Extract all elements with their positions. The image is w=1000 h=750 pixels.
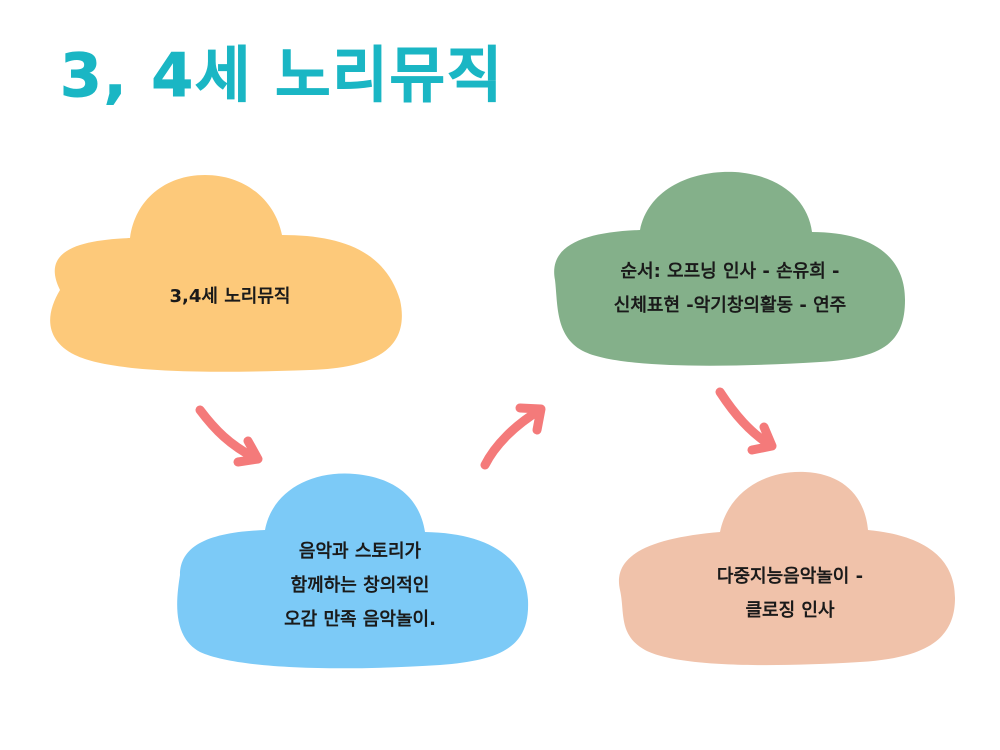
cloud-peach-text: 다중지능음악놀이 - 클로징 인사 — [640, 560, 940, 628]
arrow-green-to-peach — [715, 387, 777, 455]
cloud-peach-line: 다중지능음악놀이 - — [716, 566, 864, 587]
cloud-blue-line: 함께하는 창의적인 — [290, 575, 430, 596]
page-title: 3, 4세 노리뮤직 — [59, 41, 505, 111]
cloud-blue — [177, 473, 529, 669]
cloud-orange-text: 3,4세 노리뮤직 — [80, 280, 380, 314]
arrow-blue-to-green — [480, 403, 546, 470]
cloud-orange-line: 3,4세 노리뮤직 — [169, 286, 291, 307]
cloud-blue-line: 음악과 스토리가 — [298, 541, 422, 562]
cloud-blue-text: 음악과 스토리가 함께하는 창의적인 오감 만족 음악놀이. — [200, 535, 520, 637]
arrow-orange-to-blue — [195, 405, 263, 467]
cloud-orange — [50, 175, 402, 372]
cloud-peach — [618, 471, 955, 666]
cloud-blue-line: 오감 만족 음악놀이. — [284, 609, 436, 630]
cloud-green — [554, 171, 905, 366]
cloud-peach-line: 클로징 인사 — [745, 600, 835, 621]
cloud-green-line: 순서: 오프닝 인사 - 손유희 - — [620, 261, 840, 282]
cloud-green-text: 순서: 오프닝 인사 - 손유희 - 신체표현 -악기창의활동 - 연주 — [560, 255, 900, 323]
cloud-green-line: 신체표현 -악기창의활동 - 연주 — [613, 295, 847, 316]
